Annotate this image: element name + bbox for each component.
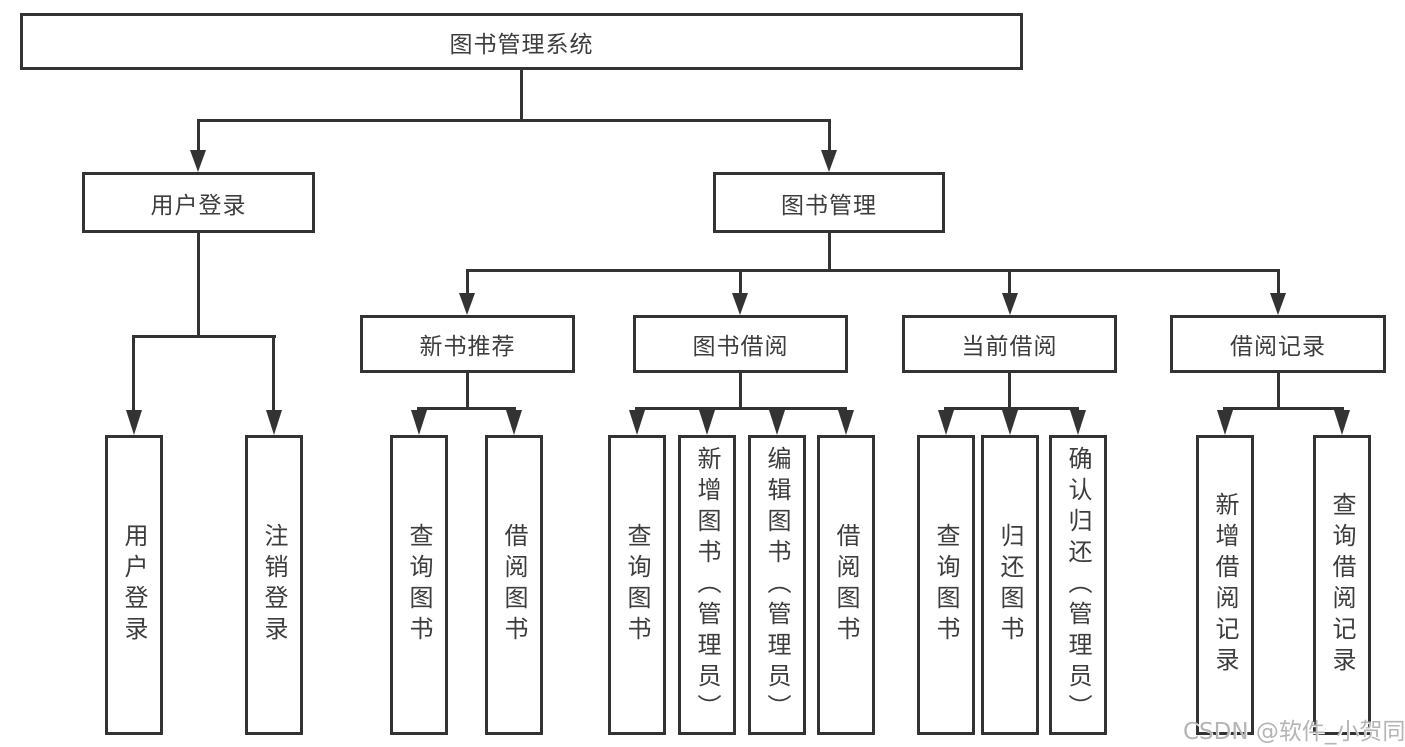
connector-group4-bar bbox=[1223, 407, 1344, 410]
leaf-query-books-recommend: 查询图书 bbox=[390, 435, 448, 735]
connector-drop-new-book bbox=[466, 269, 469, 295]
arrowhead-group2-child3 bbox=[769, 410, 785, 435]
connector-drop-book-borrowing bbox=[739, 269, 742, 295]
connector-group2-trunk bbox=[739, 373, 742, 410]
arrowhead-group3-child1 bbox=[938, 410, 954, 435]
leaf-add-borrow-record: 新增借阅记录 bbox=[1196, 435, 1254, 735]
connector-root-bar bbox=[197, 119, 831, 122]
node-new-book-recommendation: 新书推荐 bbox=[360, 315, 575, 373]
node-label: 注销登录 bbox=[260, 523, 288, 647]
node-label: 借阅图书 bbox=[500, 523, 528, 647]
node-label: 图书管理 bbox=[781, 192, 877, 219]
arrowhead-group4-child2 bbox=[1334, 410, 1350, 435]
leaf-return-books: 归还图书 bbox=[981, 435, 1039, 735]
leaf-query-books-borrowing: 查询图书 bbox=[608, 435, 666, 735]
leaf-query-books-current: 查询图书 bbox=[917, 435, 975, 735]
connector-drop-user-login bbox=[197, 119, 200, 152]
leaf-borrow-books-recommend: 借阅图书 bbox=[485, 435, 543, 735]
node-current-borrowing: 当前借阅 bbox=[902, 315, 1117, 373]
arrowhead-group2-child4 bbox=[838, 410, 854, 435]
arrowhead-book-management bbox=[821, 150, 837, 172]
leaf-add-book-admin: 新增图书（管理员） bbox=[678, 435, 736, 735]
node-label: 借阅图书 bbox=[832, 523, 860, 647]
connector-drop-current-borrowing bbox=[1008, 269, 1011, 295]
node-label: 用户登录 bbox=[150, 192, 247, 219]
connector-user-login-trunk bbox=[197, 233, 200, 338]
connector-drop-leaf-user-login bbox=[132, 335, 135, 412]
node-label: 查询图书 bbox=[405, 523, 433, 647]
node-user-login: 用户登录 bbox=[82, 172, 315, 233]
leaf-edit-book-admin: 编辑图书（管理员） bbox=[748, 435, 806, 735]
connector-book-mgmt-trunk bbox=[828, 233, 831, 272]
node-label: 用户登录 bbox=[120, 523, 148, 647]
connector-drop-leaf-logout bbox=[272, 335, 275, 412]
node-label: 编辑图书（管理员） bbox=[763, 445, 791, 725]
connector-group1-bar bbox=[417, 407, 516, 410]
node-label: 借阅记录 bbox=[1230, 334, 1326, 360]
leaf-query-borrow-record: 查询借阅记录 bbox=[1313, 435, 1371, 735]
node-label: 归还图书 bbox=[996, 523, 1024, 647]
arrowhead-group2-child2 bbox=[699, 410, 715, 435]
connector-drop-book-management bbox=[828, 119, 831, 152]
node-label: 新书推荐 bbox=[419, 334, 516, 360]
node-label: 查询借阅记录 bbox=[1328, 492, 1356, 678]
connector-group4-trunk bbox=[1277, 373, 1280, 410]
node-label: 查询图书 bbox=[932, 523, 960, 647]
connector-drop-borrowing-records bbox=[1277, 269, 1280, 295]
leaf-borrow-books: 借阅图书 bbox=[817, 435, 875, 735]
arrowhead-group2-child1 bbox=[629, 410, 645, 435]
leaf-confirm-return-admin: 确认归还（管理员） bbox=[1049, 435, 1107, 735]
arrowhead-group1-child2 bbox=[506, 410, 522, 435]
node-label: 查询图书 bbox=[623, 523, 651, 647]
arrowhead-group3-child2 bbox=[1002, 410, 1018, 435]
node-label: 当前借阅 bbox=[961, 334, 1058, 360]
node-label: 新增借阅记录 bbox=[1211, 492, 1239, 678]
node-label: 确认归还（管理员） bbox=[1064, 445, 1092, 725]
node-book-borrowing: 图书借阅 bbox=[633, 315, 848, 373]
arrowhead-group3-child3 bbox=[1070, 410, 1086, 435]
arrowhead-leaf-logout bbox=[266, 410, 282, 435]
arrowhead-book-borrowing bbox=[732, 293, 748, 315]
connector-group3-trunk bbox=[1008, 373, 1011, 410]
arrowhead-group1-child1 bbox=[411, 410, 427, 435]
connector-user-login-bar bbox=[133, 335, 276, 338]
arrowhead-current-borrowing bbox=[1002, 293, 1018, 315]
arrowhead-leaf-user-login bbox=[126, 410, 142, 435]
node-book-management: 图书管理 bbox=[713, 172, 945, 233]
arrowhead-user-login bbox=[190, 150, 206, 172]
node-label: 新增图书（管理员） bbox=[693, 445, 721, 725]
node-label: 图书借阅 bbox=[692, 334, 789, 360]
connector-book-mgmt-bar bbox=[466, 269, 1280, 272]
arrowhead-borrowing-records bbox=[1270, 293, 1286, 315]
leaf-user-login: 用户登录 bbox=[105, 435, 163, 735]
connector-root-trunk bbox=[520, 70, 523, 122]
node-label: 图书管理系统 bbox=[449, 31, 594, 58]
node-borrowing-records: 借阅记录 bbox=[1170, 315, 1386, 373]
connector-group2-bar bbox=[635, 407, 847, 410]
csdn-watermark: CSDN @软件_小贺同学 bbox=[1183, 719, 1405, 745]
connector-group1-trunk bbox=[466, 373, 469, 410]
arrowhead-new-book bbox=[459, 293, 475, 315]
connector-group3-bar bbox=[944, 407, 1079, 410]
arrowhead-group4-child1 bbox=[1217, 410, 1233, 435]
leaf-logout: 注销登录 bbox=[245, 435, 303, 735]
node-root: 图书管理系统 bbox=[20, 13, 1023, 70]
